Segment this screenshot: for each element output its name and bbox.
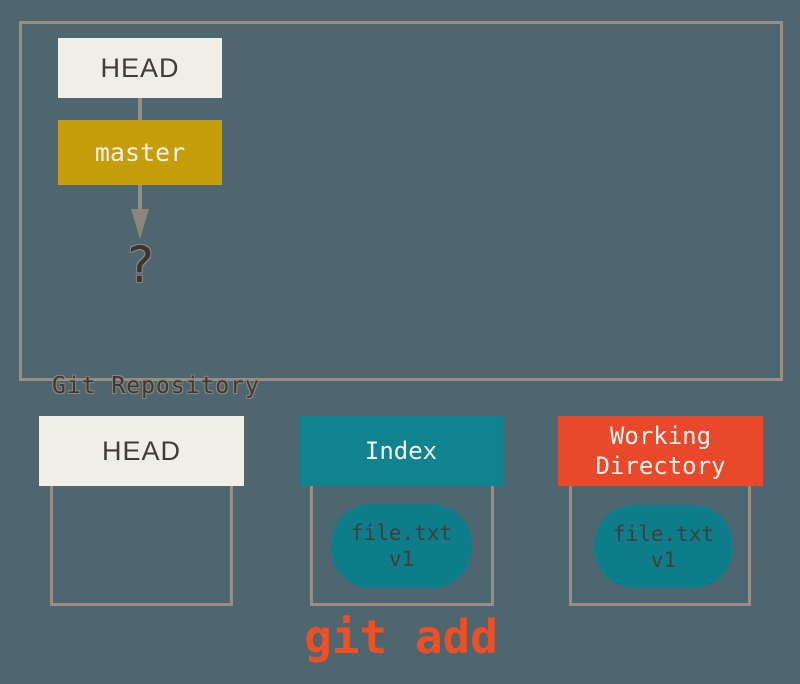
index-file-version: v1 bbox=[388, 547, 415, 571]
head-ref-box: HEAD bbox=[58, 38, 222, 98]
index-column-header: Index bbox=[299, 416, 503, 486]
working-directory-container bbox=[569, 486, 751, 606]
master-branch-label: master bbox=[94, 138, 186, 167]
head-column-label: HEAD bbox=[101, 436, 181, 466]
working-directory-file-node: file.txt v1 bbox=[594, 505, 733, 588]
index-file-node: file.txt v1 bbox=[331, 504, 472, 588]
master-branch-box: master bbox=[58, 120, 222, 185]
working-directory-label: Working Directory bbox=[595, 422, 726, 480]
unknown-commit-placeholder: ? bbox=[124, 236, 156, 294]
git-repository-box: Git Repository bbox=[19, 21, 783, 399]
working-file-version: v1 bbox=[650, 547, 677, 572]
git-add-command-label: git add bbox=[304, 610, 498, 664]
working-file-name: file.txt bbox=[612, 521, 715, 546]
head-column-header: HEAD bbox=[39, 416, 244, 486]
git-repository-label: Git Repository bbox=[52, 373, 260, 399]
head-to-branch-connector bbox=[138, 98, 142, 120]
index-column-label: Index bbox=[364, 437, 438, 465]
head-column-container bbox=[50, 486, 233, 606]
index-column-container bbox=[310, 486, 494, 606]
index-file-name: file.txt bbox=[350, 521, 453, 545]
working-directory-header: Working Directory bbox=[558, 416, 763, 486]
arrow-down-icon bbox=[131, 209, 149, 239]
head-ref-label: HEAD bbox=[100, 52, 180, 83]
branch-pointer-line bbox=[138, 185, 142, 210]
